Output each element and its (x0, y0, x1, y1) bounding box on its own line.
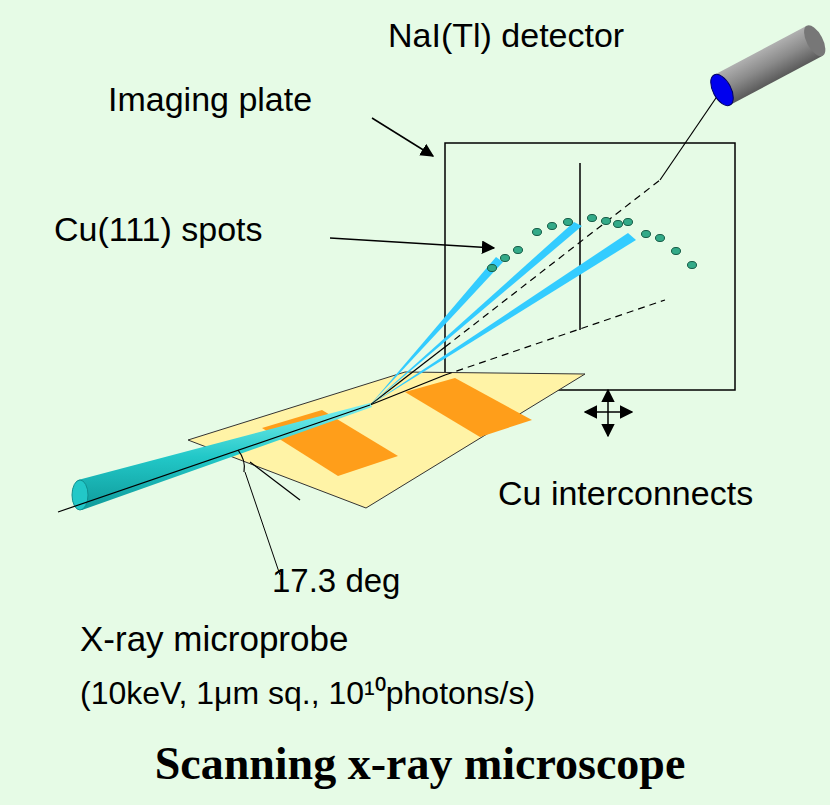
diffraction-spot (624, 219, 633, 226)
diffraction-spot (588, 215, 597, 222)
diffraction-spot (672, 248, 681, 255)
direct-beam-line (370, 375, 445, 405)
nai-detector (706, 22, 830, 109)
diffraction-spot (602, 218, 611, 225)
diffraction-spot (533, 229, 542, 236)
interconnect-line (405, 378, 532, 437)
diffraction-spot (564, 219, 573, 226)
diffraction-spot (488, 265, 497, 272)
xray-beam (72, 480, 88, 510)
diffraction-spot (656, 235, 665, 242)
figure-title: Scanning x-ray microscope (40, 738, 800, 791)
detector-line (660, 95, 718, 180)
diffraction-spot (614, 221, 623, 228)
detector-line (445, 180, 660, 347)
diffracted-beam (370, 233, 636, 405)
diffraction-spot (548, 223, 557, 230)
scan-arrows (585, 390, 632, 436)
diffraction-spot (642, 231, 651, 238)
probe-spec: (10keV, 1μm sq., 10¹⁰photons/s) (80, 675, 820, 712)
spots-label: Cu(111) spots (54, 210, 354, 249)
leader-arrow (330, 238, 494, 248)
probe-label: X-ray microprobe (80, 619, 500, 659)
diffraction-spot (688, 262, 697, 269)
angle-arc (238, 450, 244, 472)
diffracted-beam (370, 222, 582, 405)
plate-label: Imaging plate (108, 80, 428, 119)
cu111-spots (488, 215, 697, 272)
sample-label: Cu interconnects (498, 474, 818, 513)
diffraction-spot (501, 255, 510, 262)
detector-line (370, 347, 445, 405)
angle-label: 17.3 deg (272, 562, 472, 600)
beam-axis (58, 405, 370, 512)
diffraction-spot (514, 247, 523, 254)
detector-label: NaI(Tl) detector (388, 16, 788, 55)
leader-arrow (372, 118, 433, 156)
diffracted-beam (370, 257, 503, 405)
plate-axis (579, 163, 581, 330)
angle-leader (245, 472, 280, 575)
angle-line (250, 462, 300, 500)
